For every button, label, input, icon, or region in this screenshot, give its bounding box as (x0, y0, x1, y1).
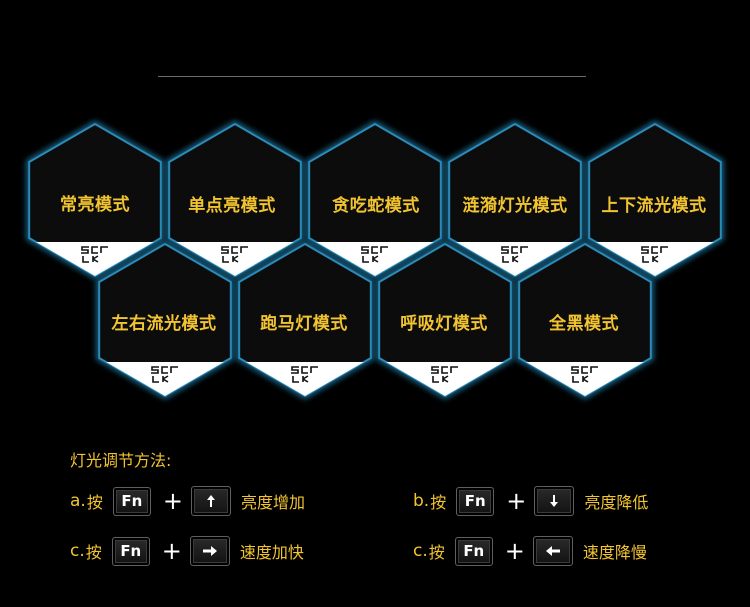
down-arrow-icon (534, 486, 575, 516)
instruction-prefix: a. (70, 491, 86, 511)
instruction-action: 速度降慢 (582, 543, 647, 562)
instruction-press: 按 (428, 543, 445, 562)
scroll-lock-mark-icon (291, 366, 318, 383)
instruction-row-brightness-down: b. 按 Fn + 亮度降低 (413, 484, 648, 518)
mode-label-all-off[interactable]: 全黑模式 (549, 314, 619, 334)
scroll-lock-mark-icon (81, 246, 108, 263)
up-arrow-icon (190, 486, 231, 516)
plus-sign: + (161, 537, 182, 565)
mode-label-steady[interactable]: 常亮模式 (60, 195, 130, 215)
hex-tile-all-off[interactable] (516, 240, 654, 400)
instruction-row-brightness-up: a. 按 Fn + 亮度增加 (70, 484, 305, 518)
lighting-modes-grid: 常亮模式 单点亮模式 贪吃蛇模式 涟漪灯光模式 上下流光模式 左右流光模式 跑马… (26, 120, 724, 400)
mode-label-snake[interactable]: 贪吃蛇模式 (332, 196, 420, 216)
instruction-row-speed-up: c. 按 Fn + 速度加快 (70, 534, 304, 568)
mode-label-single-key[interactable]: 单点亮模式 (188, 196, 276, 216)
instruction-action: 亮度降低 (584, 493, 649, 512)
fn-key: Fn (454, 536, 493, 566)
scroll-lock-mark-icon (571, 366, 598, 383)
fn-key: Fn (456, 486, 495, 516)
scroll-lock-mark-icon (151, 366, 178, 383)
hex-tile-vertical-flow[interactable] (586, 120, 724, 280)
instruction-press: 按 (430, 493, 447, 512)
scroll-lock-mark-icon (431, 366, 458, 383)
instruction-press: 按 (86, 493, 103, 512)
mode-label-ripple[interactable]: 涟漪灯光模式 (462, 196, 568, 216)
scroll-lock-mark-icon (501, 246, 528, 263)
instruction-prefix: b. (413, 491, 430, 511)
instruction-action: 速度加快 (239, 543, 304, 562)
hex-tile-ripple[interactable] (446, 120, 584, 280)
instruction-prefix: c. (413, 541, 428, 561)
plus-sign: + (162, 487, 183, 515)
instruction-row-speed-down: c. 按 Fn + 速度降慢 (413, 534, 647, 568)
hex-tile-steady[interactable] (26, 120, 164, 280)
scroll-lock-mark-icon (361, 246, 388, 263)
hex-tile-marquee[interactable] (236, 240, 374, 400)
instructions-title: 灯光调节方法: (70, 451, 172, 470)
scroll-lock-mark-icon (641, 246, 668, 263)
right-arrow-icon (189, 536, 230, 566)
plus-sign: + (506, 487, 527, 515)
left-arrow-icon (532, 536, 573, 566)
hex-tile-breathing[interactable] (376, 240, 514, 400)
mode-label-horizontal-flow[interactable]: 左右流光模式 (111, 314, 217, 334)
instruction-action: 亮度增加 (240, 493, 305, 512)
mode-label-vertical-flow[interactable]: 上下流光模式 (601, 196, 707, 216)
mode-label-marquee[interactable]: 跑马灯模式 (260, 314, 348, 334)
fn-key: Fn (111, 536, 150, 566)
mode-label-breathing[interactable]: 呼吸灯模式 (400, 314, 488, 334)
hex-tile-snake[interactable] (306, 120, 444, 280)
hex-tile-single-key[interactable] (166, 120, 304, 280)
scroll-lock-mark-icon (221, 246, 248, 263)
hex-tile-horizontal-flow[interactable] (96, 240, 234, 400)
top-divider (158, 76, 586, 77)
fn-key: Fn (112, 486, 151, 516)
hex-shapes (26, 120, 724, 400)
instruction-press: 按 (85, 543, 102, 562)
instruction-prefix: c. (70, 541, 85, 561)
plus-sign: + (504, 537, 525, 565)
